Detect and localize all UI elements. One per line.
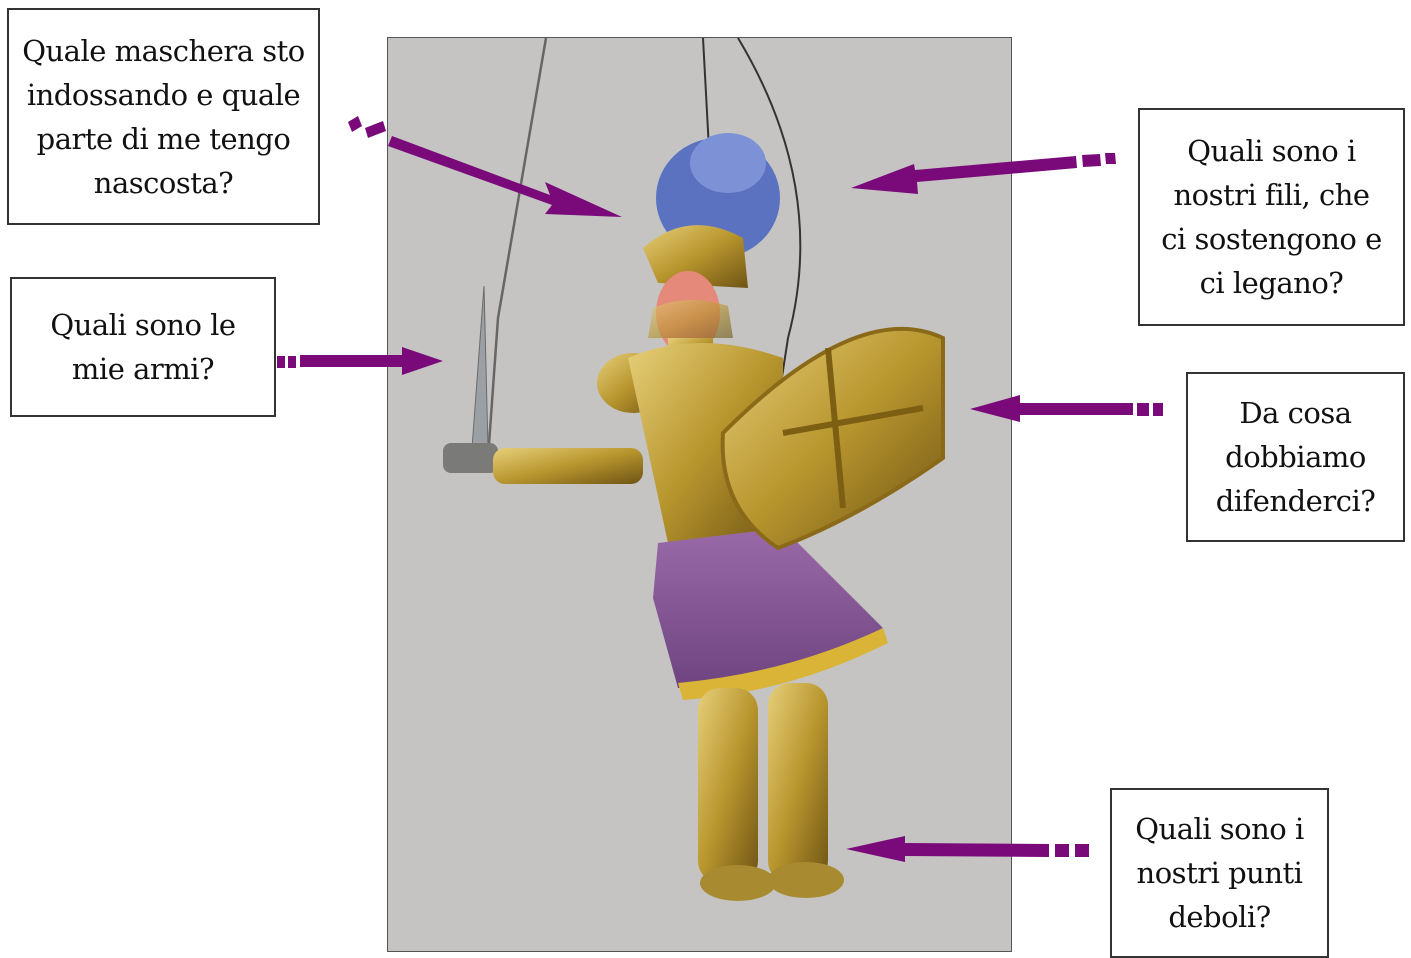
- question-weak-text: Quali sono i nostri punti deboli?: [1135, 812, 1304, 934]
- question-weak-box: Quali sono i nostri punti deboli?: [1110, 788, 1329, 958]
- puppet-knight-illustration: [443, 37, 945, 901]
- arrow-weapons: [277, 347, 443, 375]
- question-strings-text: Quali sono i nostri fili, che ci sosteng…: [1161, 134, 1382, 300]
- question-strings-box: Quali sono i nostri fili, che ci sosteng…: [1138, 108, 1405, 326]
- question-weapons-text: Quali sono le mie armi?: [50, 308, 236, 386]
- question-mask-text: Quale maschera sto indossando e quale pa…: [22, 33, 305, 200]
- arrow-weak: [846, 836, 1089, 862]
- question-weapons-box: Quali sono le mie armi?: [10, 277, 276, 417]
- arrow-defend: [970, 395, 1163, 422]
- question-mask-box: Quale maschera sto indossando e quale pa…: [7, 8, 320, 225]
- arrow-mask: [348, 116, 622, 217]
- question-defend-text: Da cosa dobbiamo difenderci?: [1215, 396, 1376, 518]
- question-defend-box: Da cosa dobbiamo difenderci?: [1186, 372, 1405, 542]
- arrow-strings: [851, 153, 1116, 194]
